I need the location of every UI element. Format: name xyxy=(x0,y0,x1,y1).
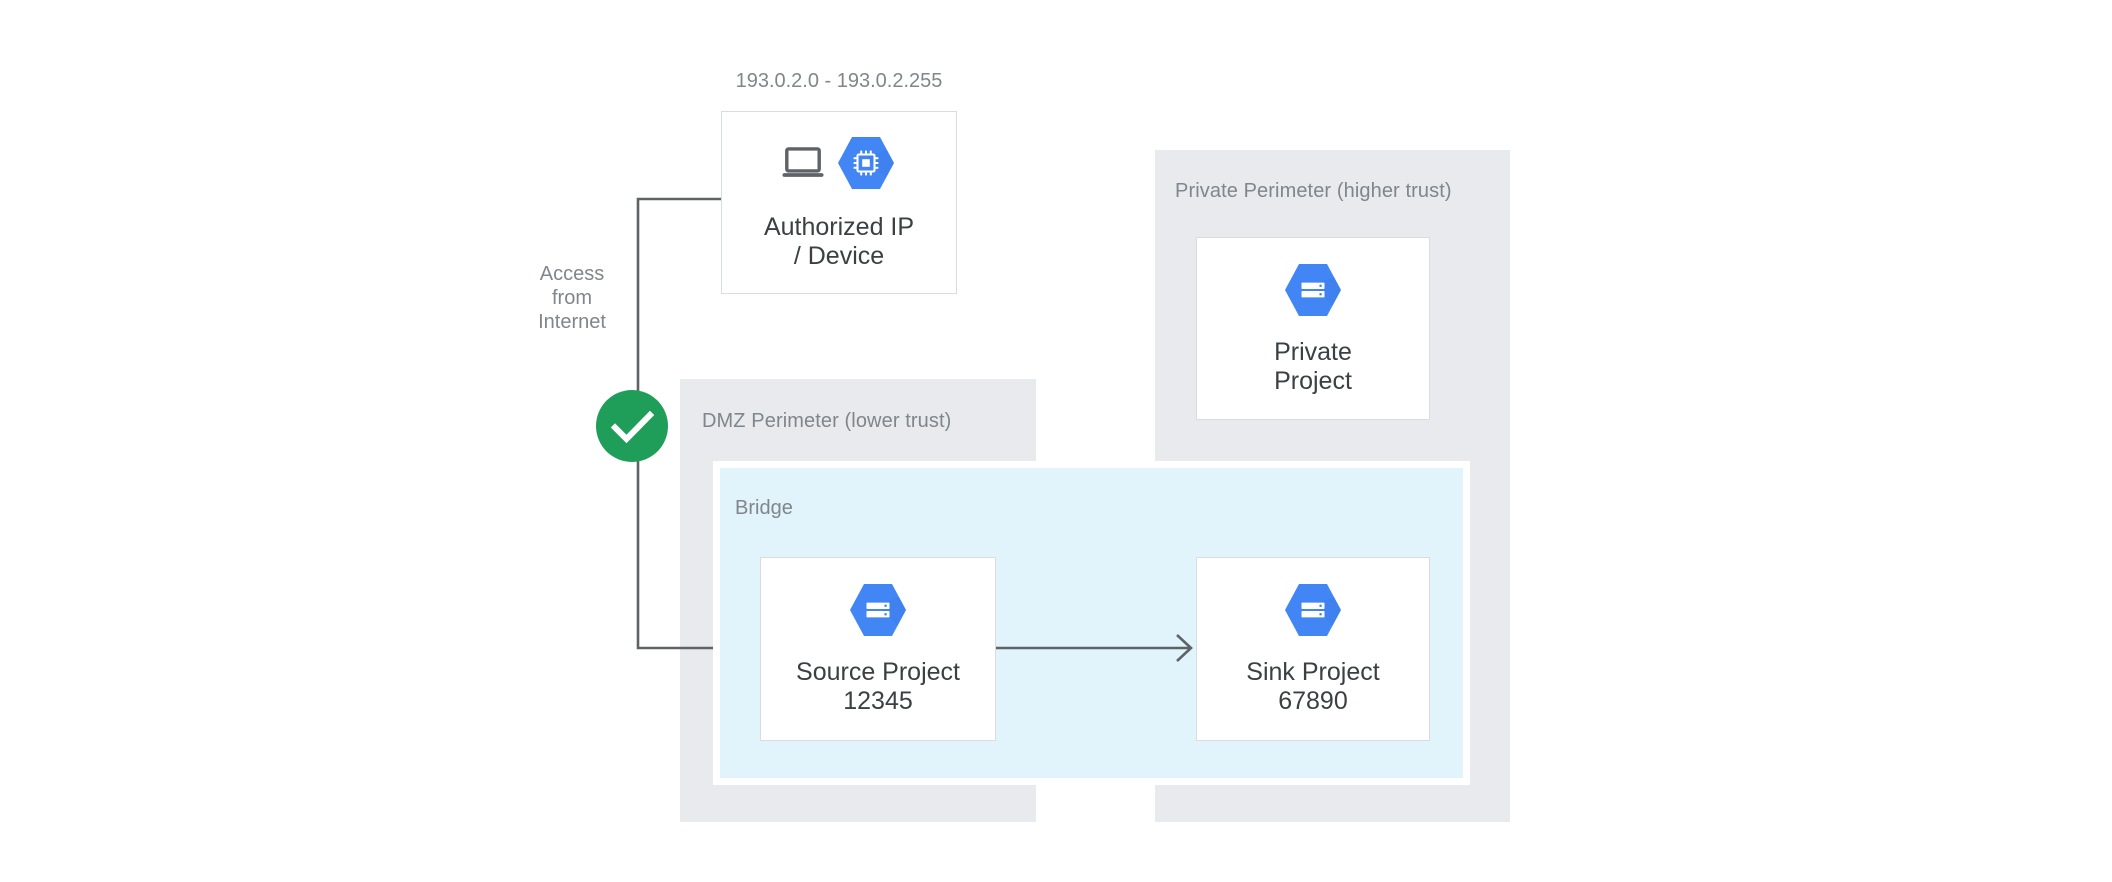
node-label: Authorized IP / Device xyxy=(763,212,915,270)
node-source-project[interactable]: Source Project 12345 xyxy=(760,557,996,741)
node-label: Sink Project 67890 xyxy=(1246,658,1380,715)
ip-range-caption: 193.0.2.0 - 193.0.2.255 xyxy=(735,70,943,92)
arrowhead-icon xyxy=(1176,634,1193,662)
laptop-icon xyxy=(781,145,825,181)
node-label: Source Project 12345 xyxy=(796,658,960,715)
access-allowed-badge xyxy=(596,390,668,462)
check-circle-icon xyxy=(596,390,668,462)
gcp-project-icon xyxy=(847,582,909,638)
node-icon-group xyxy=(847,582,909,638)
access-from-internet-label: Access from Internet xyxy=(538,263,606,333)
node-icon-group xyxy=(1282,582,1344,638)
compute-chip-icon xyxy=(835,135,897,191)
private-perimeter-label: Private Perimeter (higher trust) xyxy=(1175,180,1452,202)
bridge-label: Bridge xyxy=(735,497,793,519)
gcp-project-icon xyxy=(1282,582,1344,638)
node-icon-group xyxy=(781,135,897,191)
gcp-project-icon xyxy=(1282,262,1344,318)
node-private-project[interactable]: Private Project xyxy=(1196,237,1430,420)
node-sink-project[interactable]: Sink Project 67890 xyxy=(1196,557,1430,741)
dmz-perimeter-label: DMZ Perimeter (lower trust) xyxy=(702,410,952,432)
node-authorized-ip-device[interactable]: Authorized IP / Device xyxy=(721,111,957,294)
node-icon-group xyxy=(1282,262,1344,318)
node-label: Private Project xyxy=(1274,337,1352,395)
